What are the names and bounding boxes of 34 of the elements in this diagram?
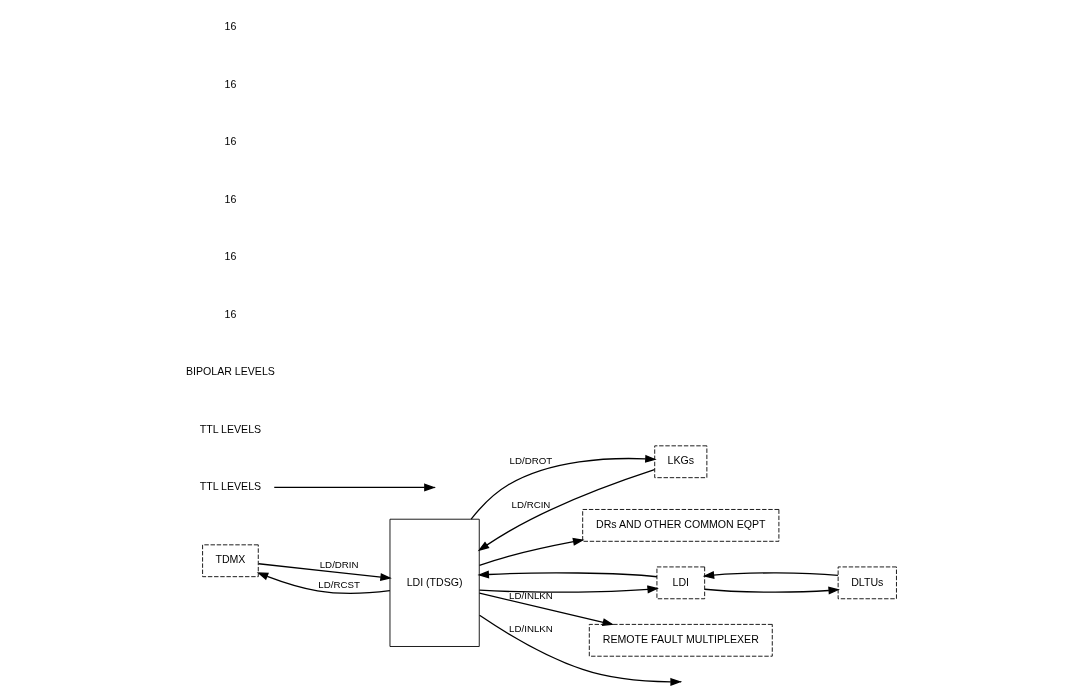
node-text: TTL LEVELS (199, 480, 261, 493)
arrow (470, 454, 657, 520)
arrow (478, 537, 584, 567)
node-box: REMOTE FAULT MULTIPLEXER (588, 623, 773, 657)
edge-label: LD/RCIN (511, 498, 550, 510)
label: TTL LEVELS (199, 422, 261, 435)
node-box: LDI (655, 566, 705, 600)
edge-label: LD/INLKN (508, 589, 553, 601)
arrow (477, 469, 655, 552)
label: 16 (224, 20, 236, 33)
arrow (256, 572, 391, 594)
arrow (273, 483, 436, 492)
arrow (478, 614, 682, 686)
label: 16 (224, 77, 236, 90)
arrow (476, 570, 658, 579)
node-box: DRs AND OTHER COMMON EQPT (581, 509, 779, 542)
label: 16 (224, 307, 236, 320)
label: 16 (224, 192, 236, 205)
arrow (478, 592, 614, 627)
edge-label: LD/INLKN (508, 623, 553, 635)
edge-label: LD/RCST (317, 578, 360, 590)
label: 16 (224, 135, 236, 148)
node-box: DLTUs (837, 566, 897, 600)
arrow (257, 563, 392, 582)
arrow (702, 571, 839, 580)
label: BIPOLAR LEVELS (185, 365, 275, 378)
node-box: LKGs (653, 445, 707, 479)
label: 16 (224, 250, 236, 263)
arrow (703, 586, 840, 595)
edge-label: LD/DRIN (319, 558, 359, 570)
arrow (478, 585, 659, 594)
edge-label: LD/DROT (509, 455, 552, 467)
node-box: TDMX (201, 544, 259, 578)
node-box: LDI (TDSG) (389, 518, 480, 647)
